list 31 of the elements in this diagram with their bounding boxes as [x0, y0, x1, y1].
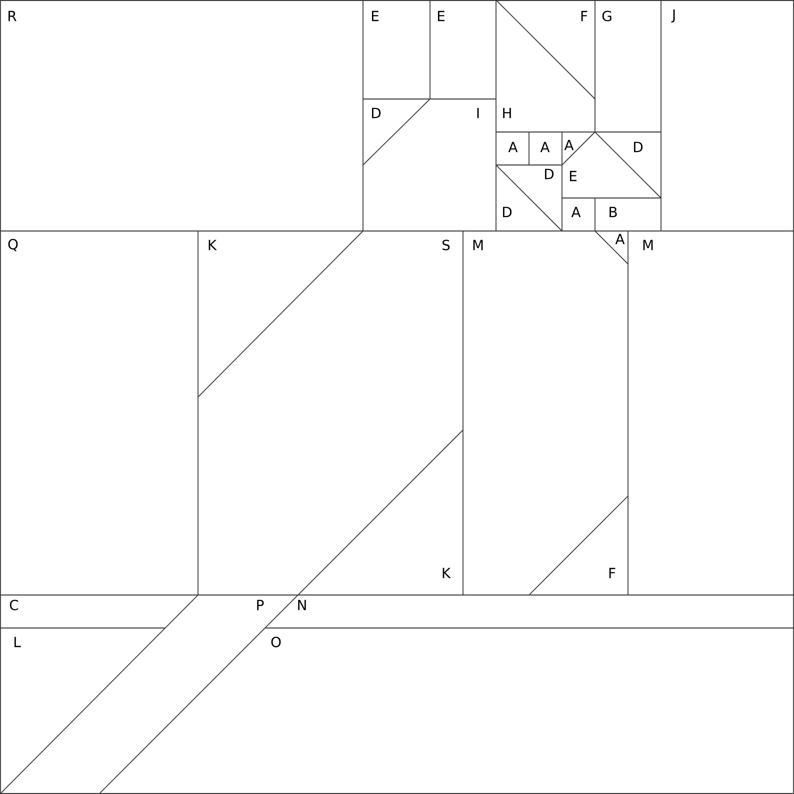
piece-label: L: [14, 636, 21, 648]
piece-label: G: [602, 10, 612, 22]
piece-label: Q: [8, 238, 18, 252]
piece-label: K: [442, 568, 451, 578]
piece-label: H: [503, 108, 511, 118]
piece-label: O: [271, 636, 281, 648]
piece-label: I: [477, 108, 479, 118]
piece-label: A: [571, 206, 581, 218]
piece-label: A: [508, 142, 518, 152]
piece-label: S: [442, 240, 450, 250]
piece-label: J: [671, 10, 675, 22]
piece-label: D: [545, 168, 554, 180]
piece-label: D: [372, 108, 381, 118]
piece-label: A: [564, 140, 574, 150]
piece-label: M: [643, 240, 653, 250]
piece-label: D: [503, 206, 512, 218]
piece-label: M: [473, 240, 483, 250]
piece-label: R: [8, 10, 16, 22]
piece-label: B: [610, 206, 617, 218]
piece-label: E: [372, 10, 379, 22]
piece-label: C: [10, 600, 18, 610]
piece-label: A: [540, 142, 550, 152]
piece-label: A: [615, 234, 625, 244]
piece-label: D: [634, 142, 643, 152]
piece-label: N: [298, 600, 306, 610]
piece-label: K: [208, 240, 217, 250]
piece-label: F: [609, 568, 616, 578]
piece-label: E: [570, 170, 577, 182]
piece-label: F: [581, 10, 588, 22]
piece-label: E: [438, 10, 445, 22]
piece-label: P: [257, 600, 264, 610]
